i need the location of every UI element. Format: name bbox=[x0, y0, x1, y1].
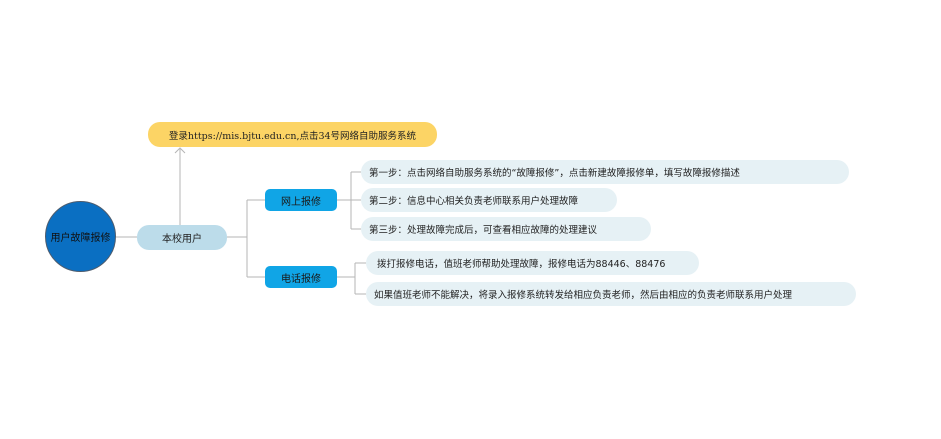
root-node[interactable]: 用户故障报修 bbox=[45, 201, 116, 272]
main-topic-label: 本校用户 bbox=[162, 234, 202, 245]
leaf-label: 第三步：处理故障完成后，可查看相应故障的处理建议 bbox=[369, 225, 598, 236]
login-note-label: 登录https://mis.bjtu.edu.cn,点击34号网络自助服务系统 bbox=[168, 130, 417, 142]
login-note-node[interactable]: 登录https://mis.bjtu.edu.cn,点击34号网络自助服务系统 bbox=[148, 122, 437, 147]
leaf-online-step-2[interactable]: 第二步：信息中心相关负责老师联系用户处理故障 bbox=[361, 188, 617, 212]
branch-phone-repair[interactable]: 电话报修 bbox=[265, 266, 337, 288]
branch-online-repair[interactable]: 网上报修 bbox=[265, 189, 337, 211]
leaf-label: 第二步：信息中心相关负责老师联系用户处理故障 bbox=[369, 196, 579, 207]
root-label: 用户故障报修 bbox=[50, 233, 111, 244]
branch-label: 电话报修 bbox=[281, 273, 321, 285]
leaf-label: 拨打报修电话，值班老师帮助处理故障，报修电话为88446、88476 bbox=[377, 259, 666, 270]
connector-branch2-leaves bbox=[337, 262, 366, 295]
branch-label: 网上报修 bbox=[281, 196, 321, 208]
connector-branch1-leaves bbox=[337, 171, 361, 230]
leaf-online-step-3[interactable]: 第三步：处理故障完成后，可查看相应故障的处理建议 bbox=[361, 217, 651, 241]
leaf-label: 第一步：点击网络自助服务系统的“故障报修”，点击新建故障报修单，填写故障报修描述 bbox=[369, 168, 740, 179]
connector-arrowhead bbox=[174, 147, 186, 154]
leaf-phone-call[interactable]: 拨打报修电话，值班老师帮助处理故障，报修电话为88446、88476 bbox=[366, 251, 699, 275]
connector-main-branches bbox=[227, 199, 265, 278]
leaf-phone-escalate[interactable]: 如果值班老师不能解决，将录入报修系统转发给相应负责老师，然后由相应的负责老师联系… bbox=[366, 282, 856, 306]
leaf-online-step-1[interactable]: 第一步：点击网络自助服务系统的“故障报修”，点击新建故障报修单，填写故障报修描述 bbox=[361, 160, 849, 184]
leaf-label: 如果值班老师不能解决，将录入报修系统转发给相应负责老师，然后由相应的负责老师联系… bbox=[374, 290, 793, 301]
main-topic-node[interactable]: 本校用户 bbox=[137, 225, 227, 250]
